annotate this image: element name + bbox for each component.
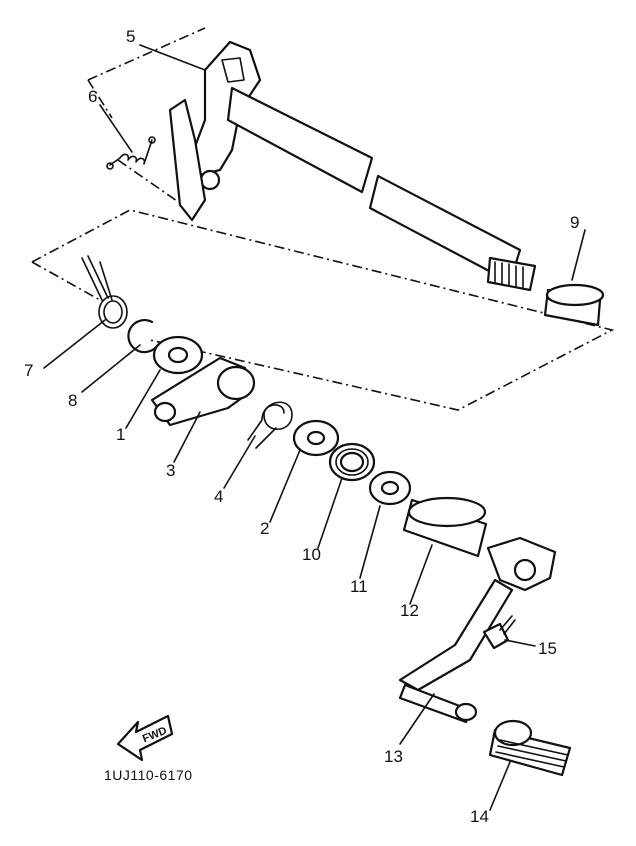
oil-seal (328, 442, 376, 482)
collar (402, 496, 488, 558)
pedal-rubber (488, 719, 572, 777)
label-1: 1 (116, 425, 125, 444)
assembly-outline-lower (31, 209, 615, 411)
label-6: 6 (88, 87, 97, 106)
return-spring (106, 136, 156, 170)
shift-lever (150, 356, 256, 427)
coil-spring (247, 401, 293, 449)
shift-pedal (398, 536, 557, 724)
label-14: 14 (470, 807, 489, 826)
circlip (127, 319, 159, 354)
torsion-spring (81, 255, 128, 329)
label-15: 15 (538, 639, 557, 658)
label-9: 9 (570, 213, 579, 232)
washer-2 (292, 419, 340, 457)
label-2: 2 (260, 519, 269, 538)
label-12: 12 (400, 601, 419, 620)
label-10: 10 (302, 545, 321, 564)
label-4: 4 (214, 487, 223, 506)
label-11: 11 (350, 577, 368, 596)
washer-1 (152, 335, 204, 375)
fwd-arrow-icon: FWD (116, 714, 174, 762)
label-13: 13 (384, 747, 403, 766)
label-5: 5 (126, 27, 135, 46)
label-3: 3 (166, 461, 175, 480)
shift-shaft-assembly (168, 40, 537, 292)
label-8: 8 (68, 391, 77, 410)
bushing (543, 283, 605, 327)
leader-lines (43, 44, 586, 811)
label-7: 7 (24, 361, 33, 380)
assembly-outline-upper (87, 27, 206, 211)
diagram-code: 1UJ110-6170 (104, 767, 193, 783)
washer-11 (368, 470, 412, 506)
